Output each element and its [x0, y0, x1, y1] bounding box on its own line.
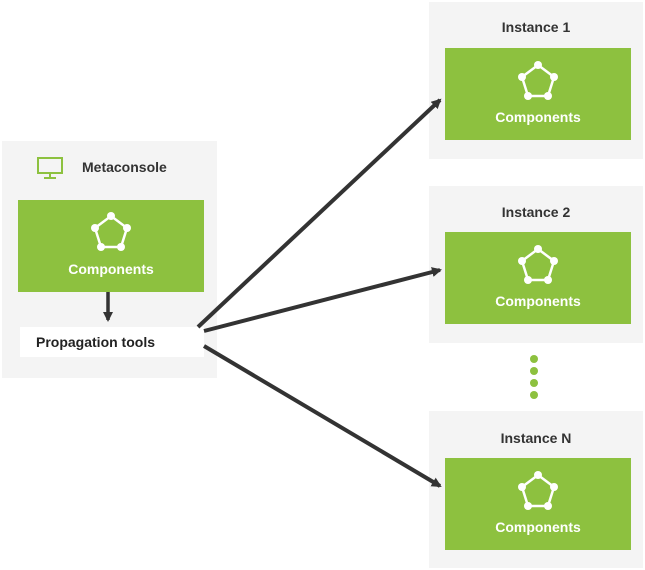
instance-title-n: Instance N — [500, 430, 572, 446]
pentagon-network-icon — [518, 61, 558, 100]
instance-components-box-n: Components — [445, 458, 631, 550]
pentagon-network-icon — [91, 212, 131, 251]
components-label: Components — [495, 109, 581, 125]
arrow-to-instance-2 — [203, 267, 442, 333]
instance-title-2: Instance 2 — [501, 204, 571, 220]
pentagon-network-icon — [518, 471, 558, 510]
components-label: Components — [68, 261, 154, 277]
propagation-tools: Propagation tools — [20, 327, 204, 357]
metaconsole-components-box: Components — [18, 200, 204, 292]
monitor-icon — [37, 157, 63, 179]
instance-title-1: Instance 1 — [501, 19, 571, 35]
arrow-to-instance-n — [202, 344, 442, 488]
metaconsole-title: Metaconsole — [82, 159, 167, 175]
components-label: Components — [495, 519, 581, 535]
instance-components-box-2: Components — [445, 232, 631, 324]
pentagon-network-icon — [518, 245, 558, 284]
arrow-to-instance-1 — [196, 98, 442, 329]
components-label: Components — [495, 293, 581, 309]
instance-components-box-1: Components — [445, 48, 631, 140]
